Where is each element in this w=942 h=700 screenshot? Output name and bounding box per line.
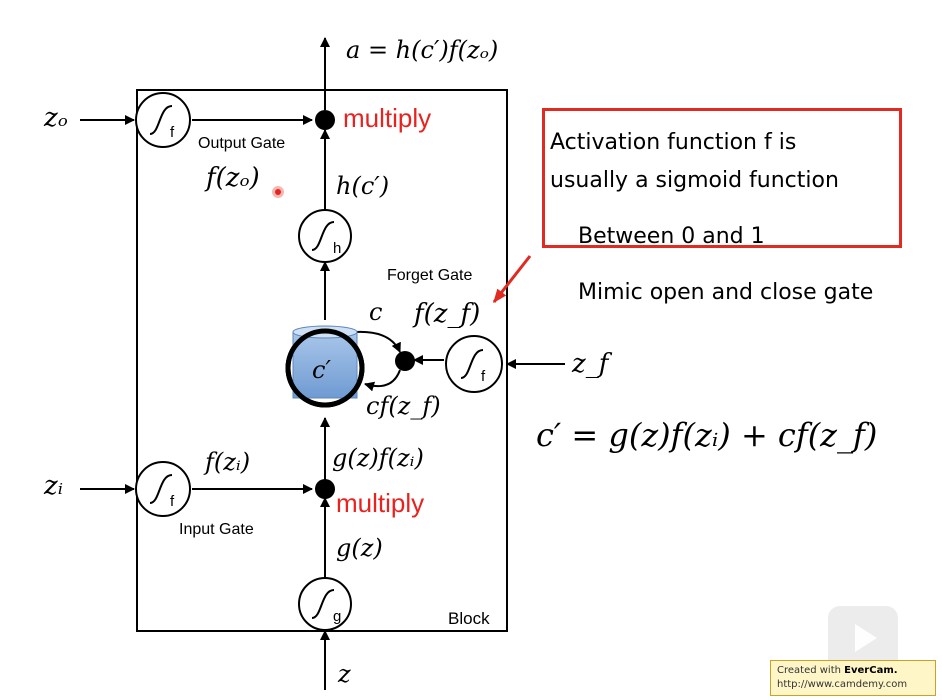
forget-gate-label: Forget Gate [387,267,472,284]
play-button[interactable] [828,606,898,670]
multiply-label-bottom: multiply [336,488,424,518]
annotation-line2: usually a sigmoid function [550,168,839,193]
watermark-url: http://www.camdemy.com [777,679,908,690]
output-gate-subscript: f [170,124,175,141]
multiply-node-output [315,110,335,130]
g-z-label: g(z) [336,534,383,562]
cell-to-forget-multiply-arc [354,330,401,353]
h-c-label: h(c′) [336,172,389,200]
gz-fzi-label: g(z)f(zᵢ) [332,444,424,472]
g-activation-icon: g [298,577,352,631]
multiply-label-top: multiply [343,103,431,133]
output-gate-label: Output Gate [198,135,285,152]
output-equation: a = h(c′)f(zₒ) [346,36,498,64]
c-prime-label: c′ [312,356,331,384]
f-zi-label: f(zᵢ) [203,448,250,476]
c-label: c [369,298,382,326]
cell-update-equation: c′ = g(z)f(zᵢ) + cf(z_f) [536,416,878,454]
zo-label: zₒ [43,103,68,133]
zf-label: z_f [571,349,613,379]
h-activation-icon: h [298,209,352,263]
annotation-line1: Activation function f is [550,130,797,155]
output-gate-icon: f [135,92,191,148]
annotation-line4: Mimic open and close gate [578,280,874,305]
block-label: Block [448,609,490,628]
input-gate-subscript: f [170,493,175,510]
forget-gate-icon: f [445,335,503,393]
g-activation-subscript: g [333,608,341,625]
zi-label: zᵢ [43,471,63,501]
forget-multiply-to-cell-arc [364,369,401,392]
c-f-zf-label: cf(z_f) [366,392,441,420]
z-label: z [337,660,351,688]
annotation-arrow [492,255,532,304]
h-activation-subscript: h [333,240,341,257]
f-zo-label: f(zₒ) [204,163,260,193]
watermark-prefix: Created with [777,665,841,676]
annotation-box [542,108,902,248]
input-gate-icon: f [135,461,191,517]
watermark: Created with EverCam. http://www.camdemy… [770,660,936,696]
multiply-node-input [315,479,335,499]
annotation-line3: Between 0 and 1 [578,224,765,249]
watermark-brand: EverCam. [844,665,898,676]
multiply-node-forget [395,351,415,371]
f-zf-label: f(z_f) [412,299,480,329]
memory-cell [285,325,365,408]
input-gate-label: Input Gate [179,521,254,538]
pointer-dot-core [275,189,281,195]
forget-gate-subscript: f [481,368,486,385]
